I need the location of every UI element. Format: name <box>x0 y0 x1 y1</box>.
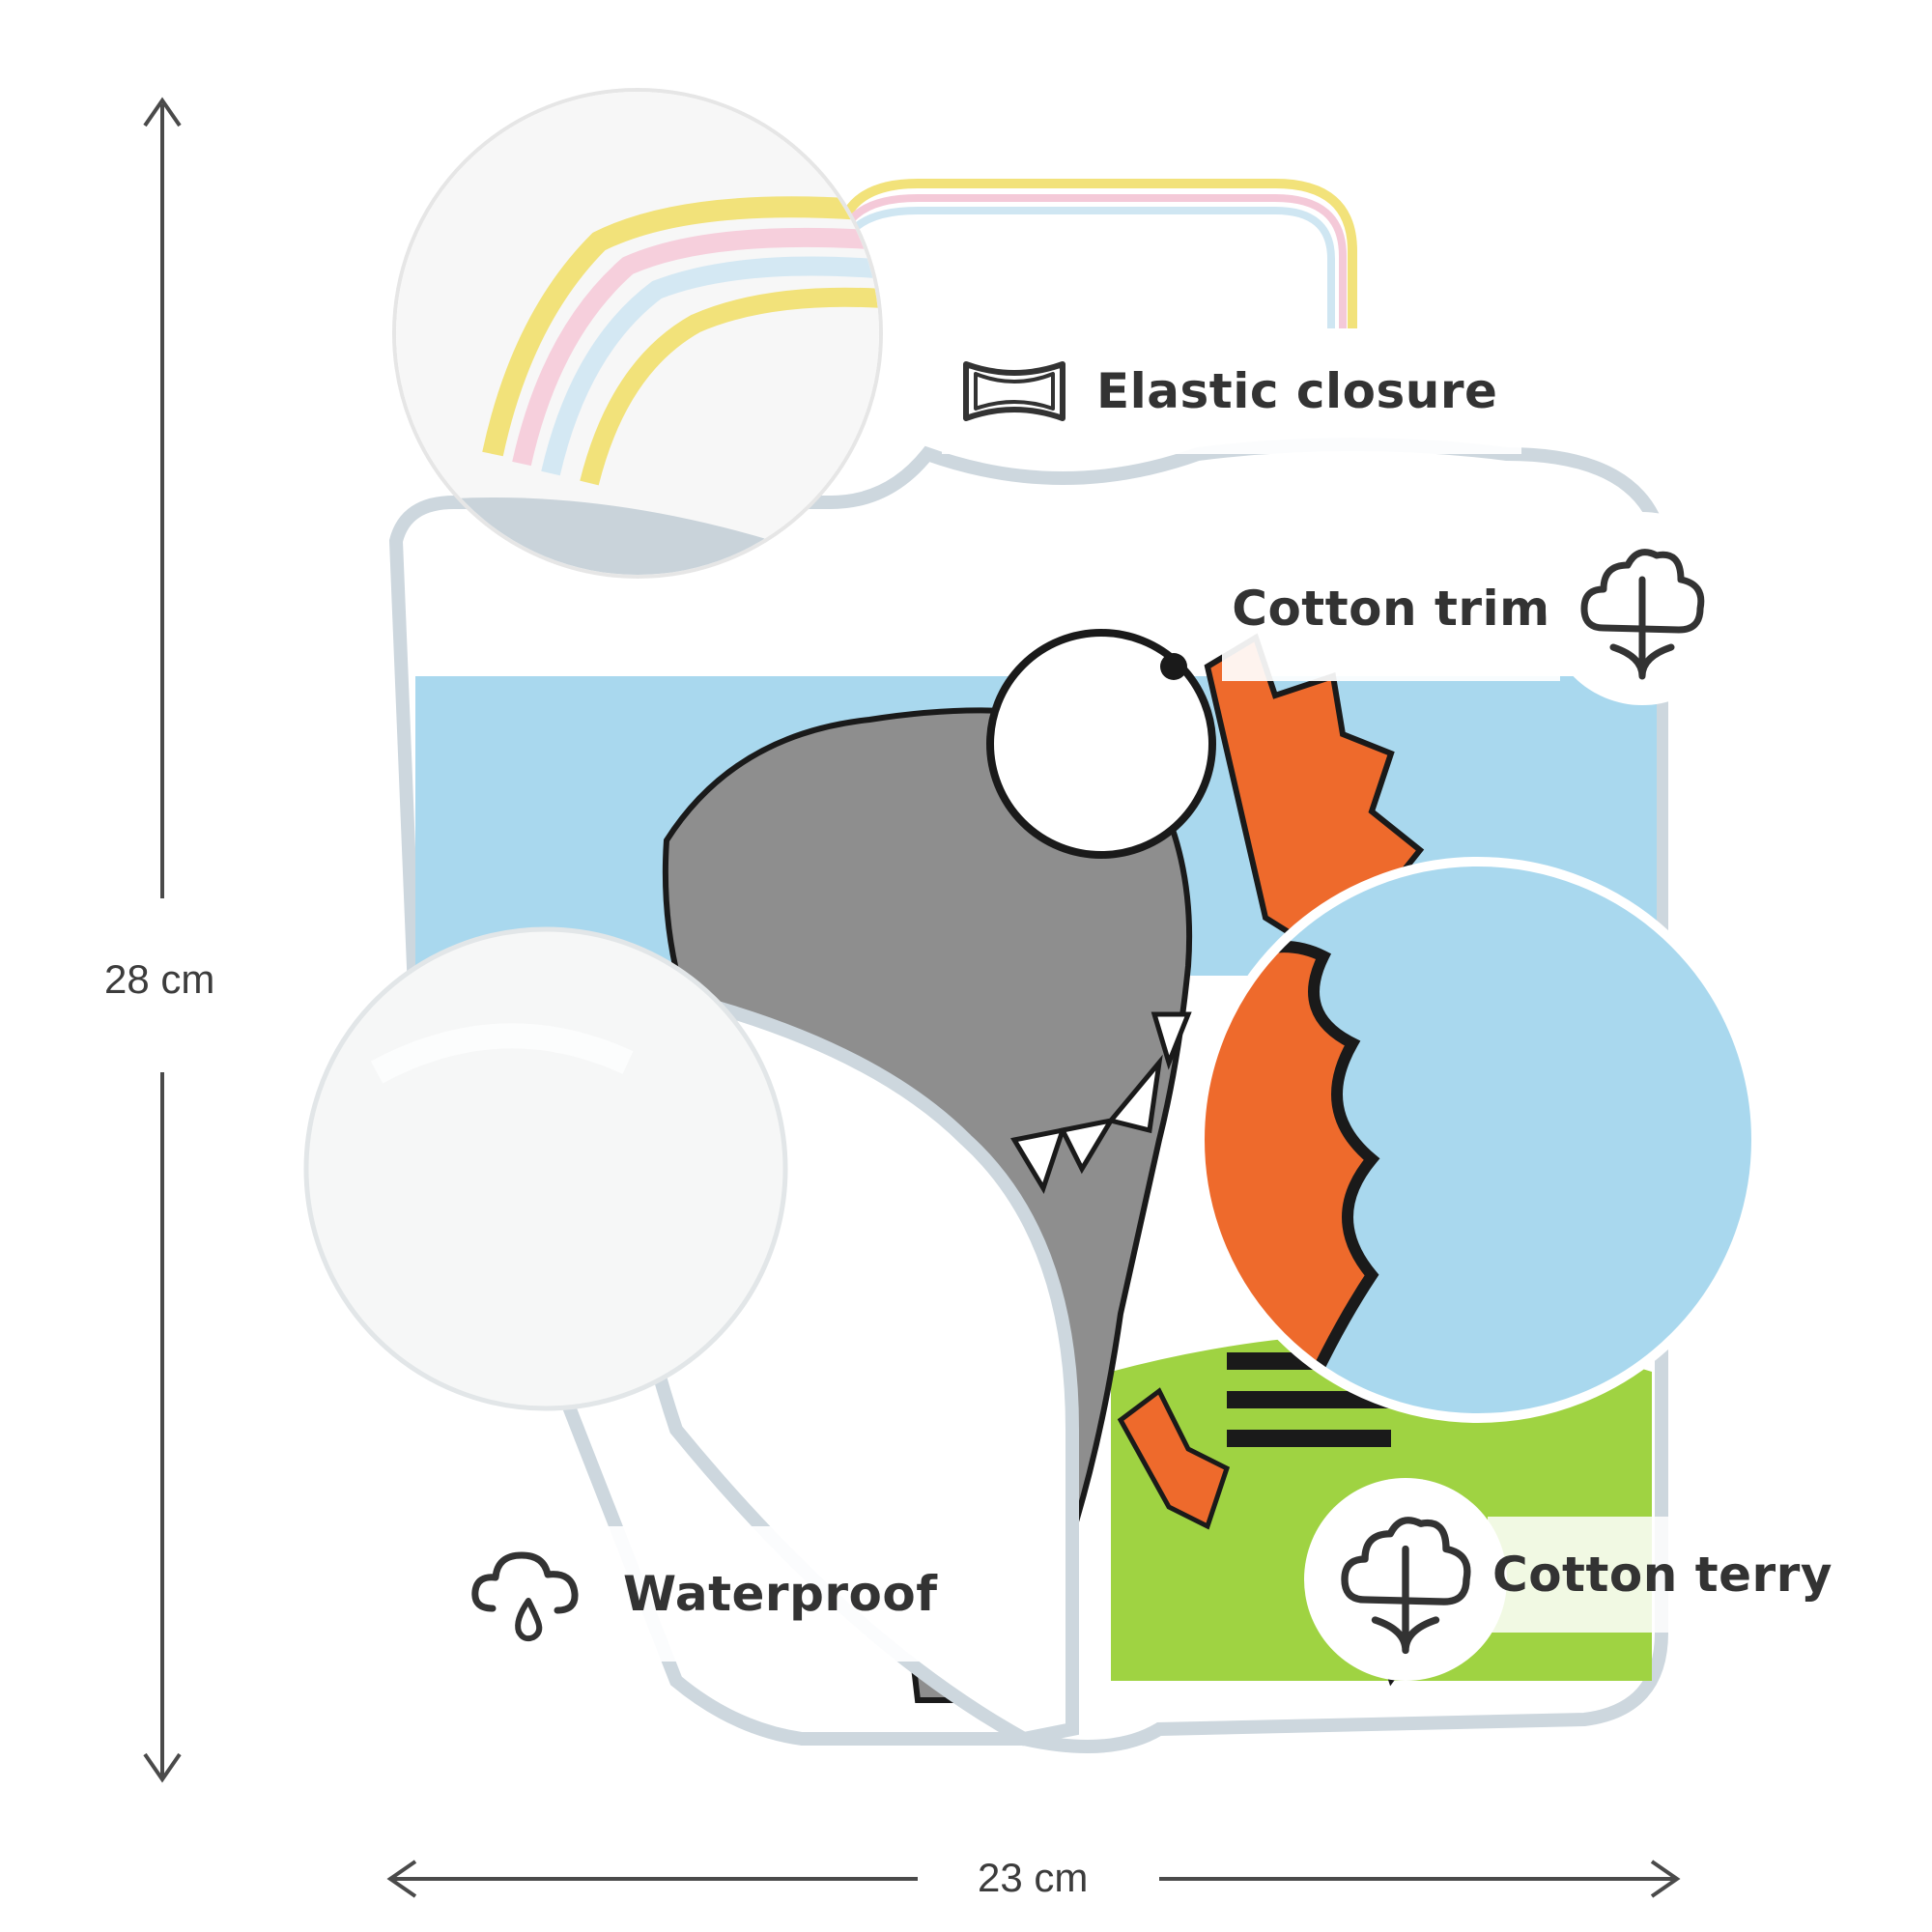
cloud-drop-icon <box>471 1551 579 1642</box>
feature-cotton-trim: Cotton trim <box>1222 536 1560 681</box>
dino-eye <box>986 629 1216 859</box>
waterproof-detail-circle <box>303 926 788 1411</box>
height-label: 28 cm <box>104 956 215 1002</box>
feature-waterproof: Waterproof <box>454 1526 985 1662</box>
cotton-terry-badge <box>1304 1478 1507 1681</box>
feature-cotton-terry: Cotton terry <box>1488 1517 1832 1633</box>
cotton-terry-label: Cotton terry <box>1492 1547 1833 1603</box>
cotton-plant-icon <box>1341 1517 1471 1655</box>
bow-band-icon <box>963 361 1065 421</box>
elastic-strap <box>836 179 1357 328</box>
waterproof-label: Waterproof <box>623 1566 938 1622</box>
width-label: 23 cm <box>978 1855 1089 1900</box>
terry-detail-circle <box>1195 857 1761 1423</box>
elastic-detail-circle <box>392 88 883 579</box>
elastic-closure-label: Elastic closure <box>1096 363 1498 419</box>
cotton-trim-badge <box>1546 512 1739 705</box>
feature-elastic-closure: Elastic closure <box>942 328 1521 454</box>
cotton-plant-icon <box>1580 549 1705 680</box>
cotton-trim-label: Cotton trim <box>1232 581 1550 637</box>
